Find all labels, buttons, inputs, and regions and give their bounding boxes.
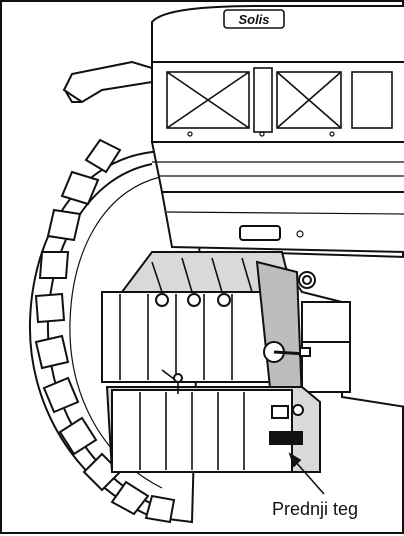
hood xyxy=(150,5,404,253)
side-handle xyxy=(62,60,153,104)
brand-logo-text: Solis xyxy=(238,12,269,27)
grille xyxy=(166,67,393,133)
tire-tread xyxy=(34,138,176,524)
callout-leader xyxy=(288,452,325,495)
front-weight xyxy=(101,251,321,473)
brand-logo: Solis xyxy=(223,9,285,29)
callout-label-front-weight: Prednji teg xyxy=(272,499,359,519)
hood-details xyxy=(152,131,404,241)
